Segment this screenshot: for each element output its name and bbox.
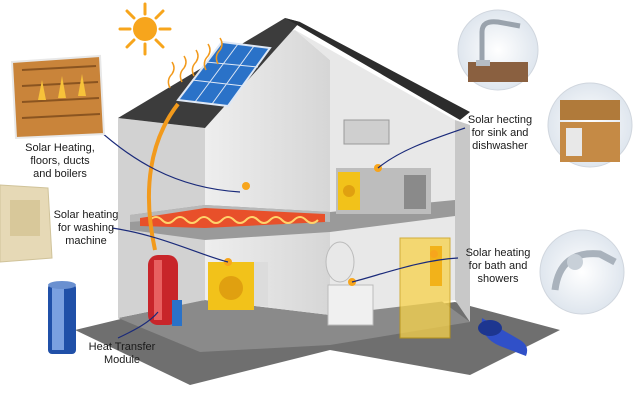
kitchen — [336, 119, 431, 214]
label-washing-machine: Solar heating for washing machine — [46, 209, 126, 248]
label-floors-ducts-boilers: Solar Heating, floors, ducts and boilers — [14, 142, 106, 181]
bath-tap-photo — [539, 229, 625, 315]
roof-right — [285, 18, 470, 120]
radiant-floor-heating — [140, 208, 325, 228]
label-bath-showers: Solar heating for bath and showers — [456, 247, 540, 286]
faucet-photo — [457, 9, 539, 91]
hot-water-tank — [148, 255, 182, 326]
label-line: Solar heating — [53, 209, 119, 221]
bathroom — [325, 237, 451, 339]
sun-icon — [118, 2, 172, 56]
kitchen-photo — [547, 82, 633, 168]
solar-panel — [176, 40, 272, 108]
label-sink-dishwasher: Solar hecting for sink and dishwasher — [460, 114, 540, 153]
label-heat-transfer-module: Heat Transfer Module — [80, 341, 164, 367]
label-line: for bath and — [468, 260, 528, 272]
shower-head-icon — [478, 318, 528, 356]
label-line: Solar Heating, — [25, 142, 95, 154]
back-wall — [205, 30, 330, 315]
right-wing-wall — [455, 120, 470, 322]
label-line: Heat Transfer — [88, 341, 156, 353]
floor-heating-photo — [10, 54, 106, 140]
label-line: for sink and — [471, 127, 529, 139]
label-line: dishwasher — [472, 140, 528, 152]
label-line: floors, ducts — [30, 155, 90, 167]
label-line: Solar hecting — [467, 114, 533, 126]
label-line: machine — [65, 235, 107, 247]
heat-arrows — [167, 37, 223, 89]
heat-transfer-module — [48, 281, 76, 354]
label-line: for washing — [57, 222, 115, 234]
ground-floor — [118, 300, 470, 352]
washing-machine — [208, 262, 268, 310]
label-line: showers — [477, 273, 519, 285]
leader-lines — [89, 121, 466, 339]
label-line: Solar heating — [465, 247, 531, 259]
label-line: and boilers — [33, 168, 87, 180]
label-line: Module — [103, 354, 141, 366]
boiler-photo — [0, 184, 53, 263]
